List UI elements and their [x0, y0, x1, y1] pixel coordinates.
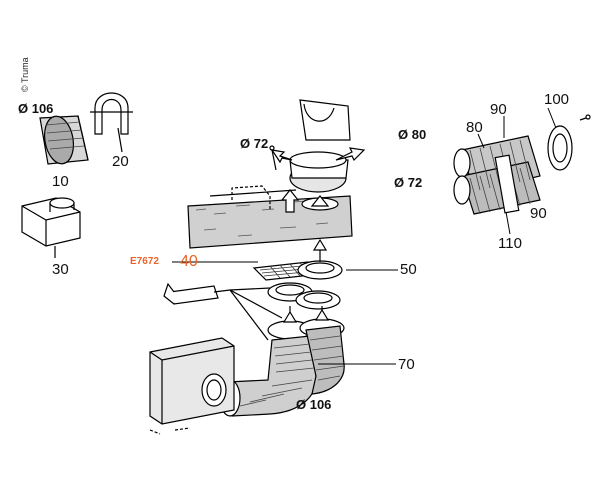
part-label-10: 10: [52, 173, 69, 190]
leader-lines: [172, 107, 557, 365]
part-code-e7672: E7672: [130, 256, 159, 267]
part-label-80: 80: [466, 119, 483, 136]
part-50-collars: [267, 238, 343, 310]
part-label-50: 50: [400, 261, 417, 278]
diameter-label-72-vent: Ø 72: [240, 136, 269, 151]
part-label-90-top: 90: [490, 101, 507, 118]
part-10-duct-sleeve: [39, 115, 89, 165]
part-label-100: 100: [544, 91, 570, 108]
roof-panel: [187, 185, 353, 249]
flow-arrows-vent: [270, 147, 366, 213]
heater-unit: [149, 337, 235, 435]
part-100-end-ring: [547, 114, 591, 171]
diameter-label-72-right: Ø 72: [394, 175, 423, 190]
part-label-110: 110: [498, 235, 522, 252]
glue-tube-tool: [163, 282, 283, 341]
part-90-hoses-right: [453, 135, 541, 215]
copyright-text: © Truma: [20, 57, 30, 92]
part-label-30: 30: [52, 261, 69, 278]
part-20-clip: [90, 92, 133, 153]
part-30-adapter: [21, 197, 81, 258]
part-label-90-bottom: 90: [530, 205, 547, 222]
part-label-70: 70: [398, 356, 415, 373]
diameter-label-80: Ø 80: [398, 127, 427, 142]
diameter-label-106-bottom: Ø 106: [296, 397, 332, 412]
part-label-40: 40: [180, 253, 198, 270]
part-label-20: 20: [112, 153, 129, 170]
vent-cowl: [269, 99, 351, 193]
diameter-label-106-top: Ø 106: [18, 101, 54, 116]
